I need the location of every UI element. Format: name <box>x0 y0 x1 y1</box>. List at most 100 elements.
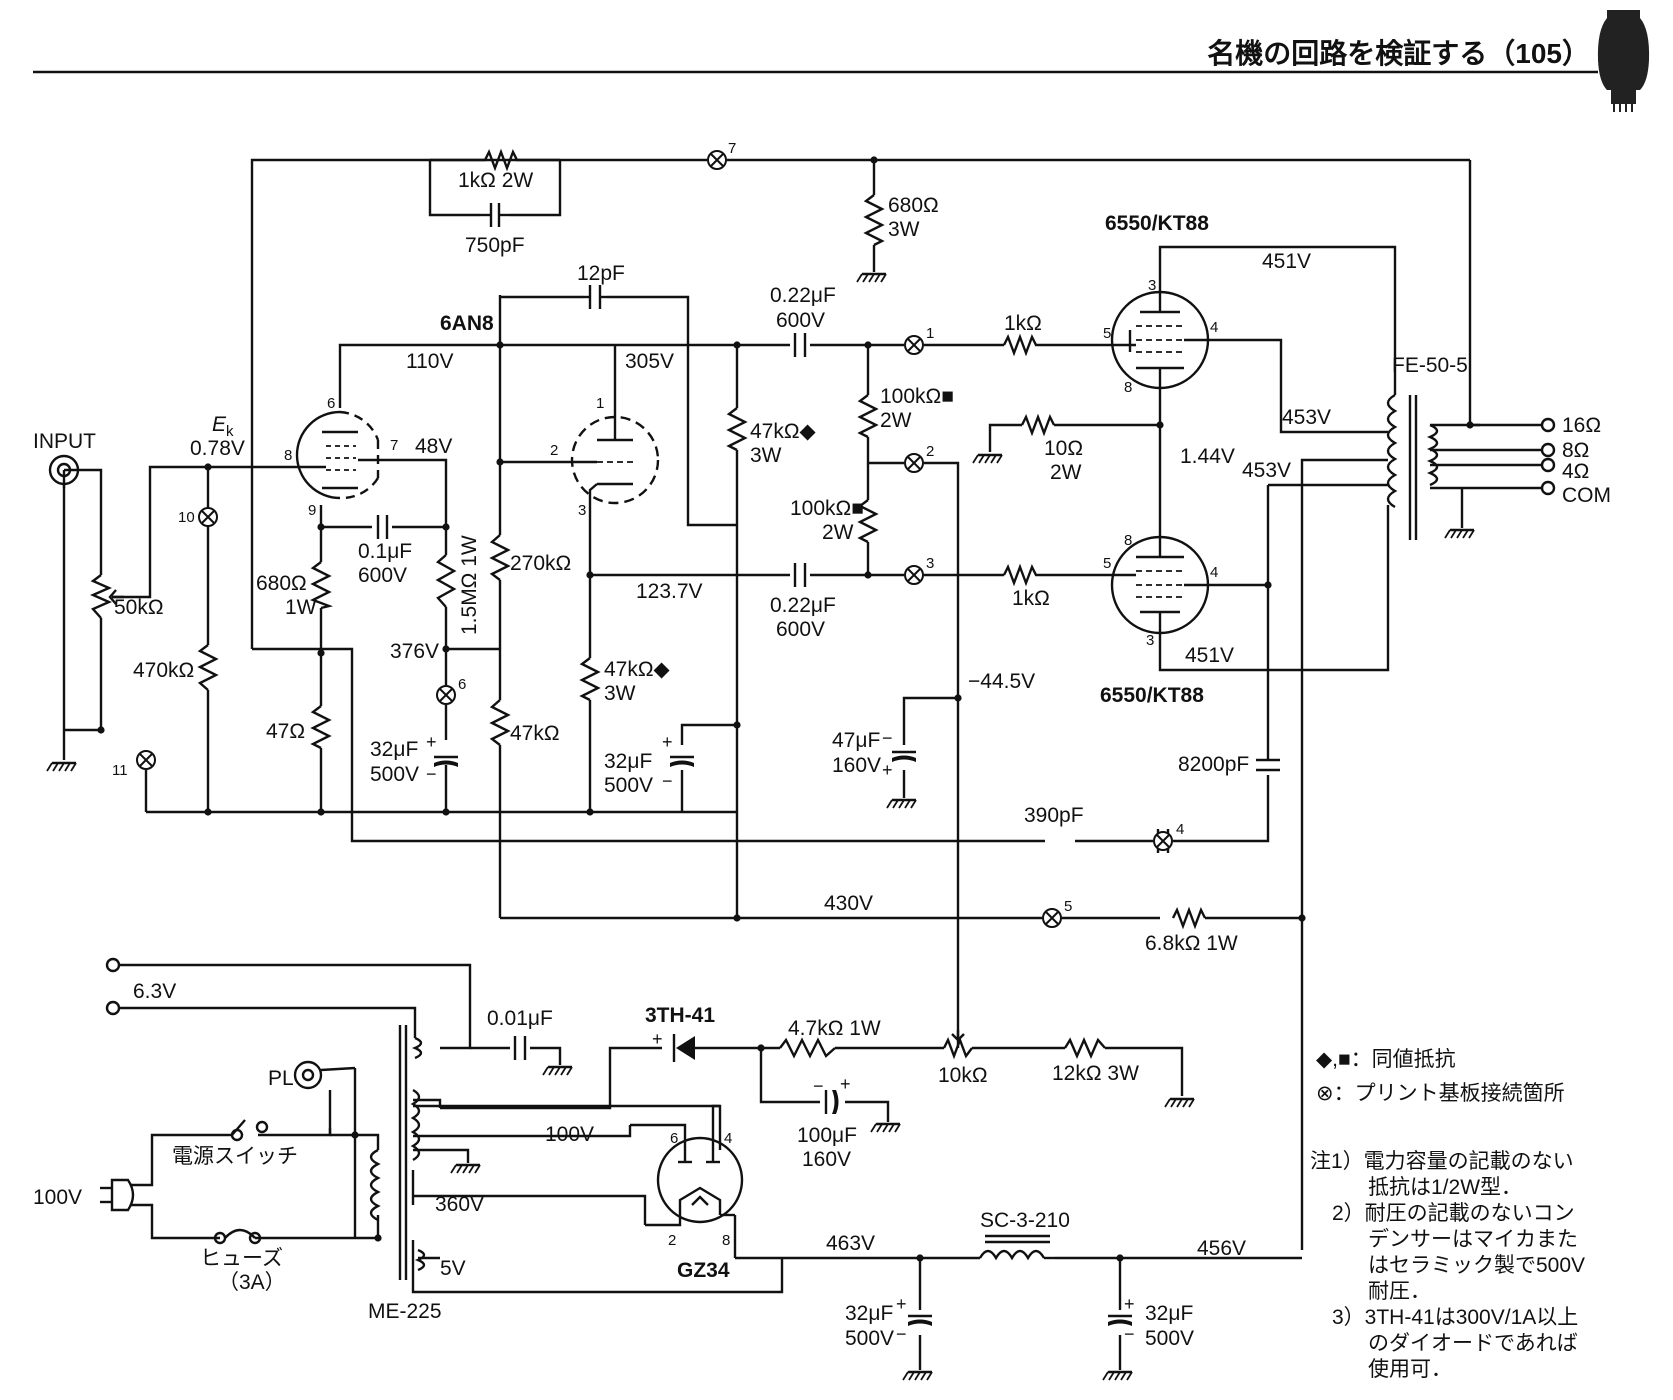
voltage-453v-b: 453V <box>1242 459 1291 482</box>
svg-text:+: + <box>882 760 893 780</box>
ob-pin-8: 8 <box>1124 532 1132 549</box>
svg-text:+: + <box>662 732 673 752</box>
voltage-100v-ac: 100V <box>33 1186 82 1209</box>
pin-1: 1 <box>926 325 934 342</box>
c-390pf-label: 390pF <box>1024 804 1084 827</box>
c-750pf-label: 750pF <box>465 234 525 257</box>
r-1-5m-label: 1.5MΩ 1W <box>458 535 481 635</box>
notes: 注1）電力容量の記載のない 抵抗は1/2W型． 2）耐圧の記載のないコン デンサ… <box>1310 1150 1585 1381</box>
r-6-8k-label: 6.8kΩ 1W <box>1145 932 1238 955</box>
out-com-label: COM <box>1562 484 1611 507</box>
resistors <box>90 148 1207 1060</box>
power-switch-icon <box>230 1120 269 1142</box>
voltage-neg-44-5v: −44.5V <box>968 670 1035 693</box>
svg-text:+: + <box>840 1074 851 1094</box>
ot-pin-4: 4 <box>1210 319 1218 336</box>
input-label: INPUT <box>33 430 96 453</box>
voltage-100v-sec: 100V <box>545 1123 594 1146</box>
pilot-lamp-icon <box>293 1060 356 1090</box>
svg-text:−: − <box>426 764 437 784</box>
gz-pin-8: 8 <box>722 1232 730 1249</box>
r-100k-bot-a: 100kΩ■ <box>790 497 864 520</box>
diode-3th41 <box>672 1034 695 1062</box>
fuse-rating: （3A） <box>218 1271 286 1294</box>
r-1k-2w-label: 1kΩ 2W <box>458 169 533 192</box>
r-12k-label: 12kΩ 3W <box>1052 1062 1139 1085</box>
v1-pin-6: 6 <box>327 395 335 412</box>
resistor-470k <box>197 644 219 691</box>
resistor-1k-2w <box>430 148 560 172</box>
capacitor-32uf-a <box>434 755 458 767</box>
tube-gz34-label: GZ34 <box>677 1259 730 1282</box>
r-100k-top-a: 100kΩ■ <box>880 385 954 408</box>
resistor-47k-3w-top <box>726 407 748 452</box>
capacitor-32uf-c <box>908 1314 932 1326</box>
c-0-22uf-bot-b: 600V <box>776 618 825 641</box>
v2-pin-1: 1 <box>596 395 604 412</box>
r-680-1w-a: 680Ω <box>256 572 307 595</box>
r-47k-label: 47kΩ <box>510 722 560 745</box>
resistor-680-1w <box>310 561 334 610</box>
svg-text:+: + <box>652 1029 663 1049</box>
svg-text:−: − <box>1124 1324 1135 1344</box>
diode-3th41-label: 3TH-41 <box>645 1004 715 1027</box>
capacitor-0-1uf <box>376 515 389 539</box>
opt-label: FE-50-5 <box>1392 354 1468 377</box>
switch-label: 電源スイッチ <box>172 1145 298 1168</box>
tube-6an8-pentode <box>295 410 380 500</box>
resistor-12k <box>1063 1037 1106 1059</box>
v2-pin-2: 2 <box>550 442 558 459</box>
r-47k-3w-bot-a: 47kΩ◆ <box>604 658 671 681</box>
r-680-3w-label-b: 3W <box>888 218 920 241</box>
r-680-3w-label-a: 680Ω <box>888 194 939 217</box>
legend-pcb-connection: ⊗：プリント基板接続箇所 <box>1316 1082 1565 1105</box>
c-32uf-c-2: 500V <box>845 1327 894 1350</box>
r-47k-3w-bot-b: 3W <box>604 682 636 705</box>
c-32uf-b-2: 500V <box>604 774 653 797</box>
capacitor-0-22uf-bot <box>793 563 807 587</box>
c-0-1uf-b: 600V <box>358 564 407 587</box>
resistor-6-8k <box>1171 906 1207 930</box>
resistor-1k-top <box>1002 333 1040 357</box>
note-line-4: デンサーはマイカまた <box>1368 1228 1578 1251</box>
capacitor-0-01uf <box>513 1036 527 1060</box>
power-transformer <box>369 1025 426 1280</box>
ot-pin-8: 8 <box>1124 379 1132 396</box>
resistor-4-7k <box>779 1037 836 1059</box>
voltage-110v: 110V <box>406 350 454 373</box>
c-32uf-b-1: 32μF <box>604 750 652 773</box>
terminals <box>48 417 1556 1245</box>
ot-pin-3: 3 <box>1148 277 1156 294</box>
svg-text:−: − <box>882 728 893 748</box>
tube-6550-top <box>1110 290 1210 397</box>
r-10-b: 2W <box>1050 461 1082 484</box>
wiring <box>62 158 1543 1370</box>
tube-6550-bottom <box>1110 535 1210 635</box>
capacitor-750pf <box>480 203 510 227</box>
out-4-label: 4Ω <box>1562 460 1589 483</box>
resistor-1k-bot <box>1002 563 1040 587</box>
note-line-3: 2）耐圧の記載のないコン <box>1332 1202 1575 1225</box>
c-0-22uf-bot-a: 0.22μF <box>770 594 836 617</box>
tube-gz34 <box>630 1104 744 1227</box>
r-50k-label: 50kΩ <box>114 596 164 619</box>
note-line-5: はセラミック製で500V <box>1368 1254 1585 1277</box>
legend: ◆,■：同値抵抗 ⊗：プリント基板接続箇所 <box>1316 1048 1565 1105</box>
voltage-463v: 463V <box>826 1232 875 1255</box>
fuse-label: ヒューズ <box>200 1247 283 1270</box>
voltage-123-7v: 123.7V <box>636 580 703 603</box>
r-10-a: 10Ω <box>1044 437 1083 460</box>
r-270k-label: 270kΩ <box>510 552 571 575</box>
capacitors: + − + − − + − + + − + − <box>376 203 1280 1344</box>
c-0-22uf-top-a: 0.22μF <box>770 284 836 307</box>
svg-text:+: + <box>426 732 437 752</box>
input-jack-icon <box>48 454 80 488</box>
component-labels: INPUT E k 0.78V 1kΩ 2W 750pF 680Ω 3W 12p… <box>33 169 1611 1350</box>
svg-text:−: − <box>662 771 673 791</box>
voltage-453v-a: 453V <box>1282 406 1331 429</box>
tube-6550-bot-label: 6550/KT88 <box>1100 684 1204 707</box>
ob-pin-4: 4 <box>1210 564 1218 581</box>
r-100k-bot-b: 2W <box>822 521 854 544</box>
ptrans-label: ME-225 <box>368 1300 442 1323</box>
